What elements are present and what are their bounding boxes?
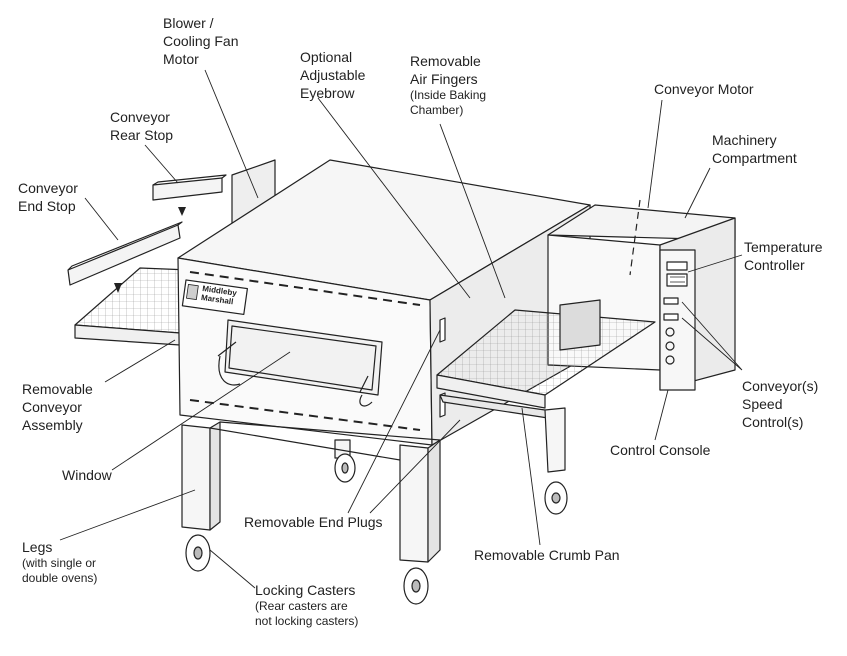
label-legs: Legs (with single or double ovens) [22,539,98,585]
label-eyebrow: Optional Adjustable Eyebrow [300,49,366,101]
oven-legs [181,407,566,563]
label-control-console: Control Console [610,442,711,458]
label-conveyor-rear-stop: Conveyor Rear Stop [110,109,174,143]
label-crumb-pan: Removable Crumb Pan [474,547,620,563]
oven-front [177,257,433,446]
label-blower-motor: Blower / Cooling Fan Motor [163,15,239,67]
label-machinery-compartment: Machinery Compartment [712,132,797,166]
casters [185,453,568,605]
label-locking-casters: Locking Casters (Rear casters are not lo… [255,582,359,628]
right-conveyor [436,299,656,409]
label-end-plugs: Removable End Plugs [244,514,383,530]
conveyor-end-stop-part [67,221,183,286]
conveyor-rear-stop-part [152,174,227,201]
label-temperature-controller: Temperature Controller [744,239,823,273]
label-air-fingers: Removable Air Fingers (Inside Baking Cha… [410,53,487,117]
leader-lines [59,69,743,589]
label-conveyor-assembly: Removable Conveyor Assembly [22,381,93,433]
label-conveyor-motor: Conveyor Motor [654,81,754,97]
label-conveyor-end-stop: Conveyor End Stop [18,180,78,214]
label-speed-controls: Conveyor(s) Speed Control(s) [742,378,819,430]
arrows [114,207,186,293]
label-window: Window [62,467,112,483]
